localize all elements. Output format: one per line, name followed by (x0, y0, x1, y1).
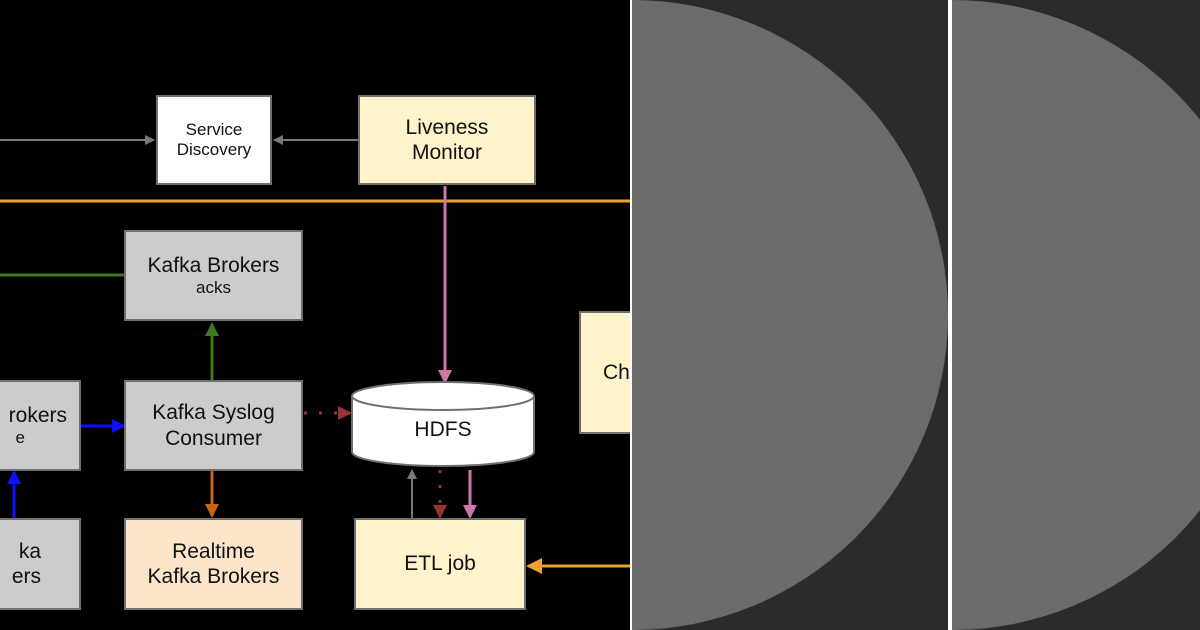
liveness-monitor-line2: Monitor (411, 141, 483, 164)
realtime-kafka-line2: Kafka Brokers (147, 565, 280, 588)
node-etl-job: ETL job (354, 518, 526, 610)
realtime-kafka-line1: Realtime (172, 539, 255, 563)
kafka-syslog-consumer-line2: Consumer (165, 426, 262, 450)
node-partial-bottom: ka ers (0, 518, 81, 610)
node-service-discovery: Service Discovery (156, 95, 272, 185)
etl-job-label: ETL job (404, 552, 476, 576)
kafka-syslog-consumer-line1: Kafka Syslog (152, 401, 275, 425)
kafka-brokers-acks-title: Kafka Brokers (147, 253, 280, 277)
half-circle-shape (952, 0, 1200, 630)
kafka-brokers-acks-sub: acks (196, 277, 231, 297)
half-circle-shape (632, 0, 948, 630)
dark-panel-left (632, 0, 948, 630)
brokers-partial-title: rokers (8, 403, 67, 427)
node-kafka-syslog-consumer: Kafka Syslog Consumer (124, 380, 303, 471)
dark-panel-right (952, 0, 1200, 630)
diagram-connectors (0, 135, 630, 574)
liveness-monitor-line1: Liveness (405, 115, 489, 139)
partial-bottom-line1: ka (18, 539, 41, 563)
node-partial-right: Ch (579, 311, 630, 434)
brokers-partial-sub: e (15, 427, 25, 447)
architecture-diagram: Service Discovery Liveness Monitor Kafka… (0, 0, 630, 630)
node-brokers-partial: rokers e (0, 380, 81, 471)
partial-right-label: Ch (603, 360, 630, 384)
hdfs-label: HDFS (414, 418, 472, 441)
service-discovery-line2: Discovery (176, 140, 252, 159)
node-realtime-kafka-brokers: Realtime Kafka Brokers (124, 518, 303, 610)
node-liveness-monitor: Liveness Monitor (358, 95, 536, 185)
partial-bottom-line2: ers (11, 565, 41, 588)
node-kafka-brokers-acks: Kafka Brokers acks (124, 230, 303, 321)
service-discovery-line1: Service (185, 119, 243, 139)
hdfs-cylinder (351, 381, 535, 467)
